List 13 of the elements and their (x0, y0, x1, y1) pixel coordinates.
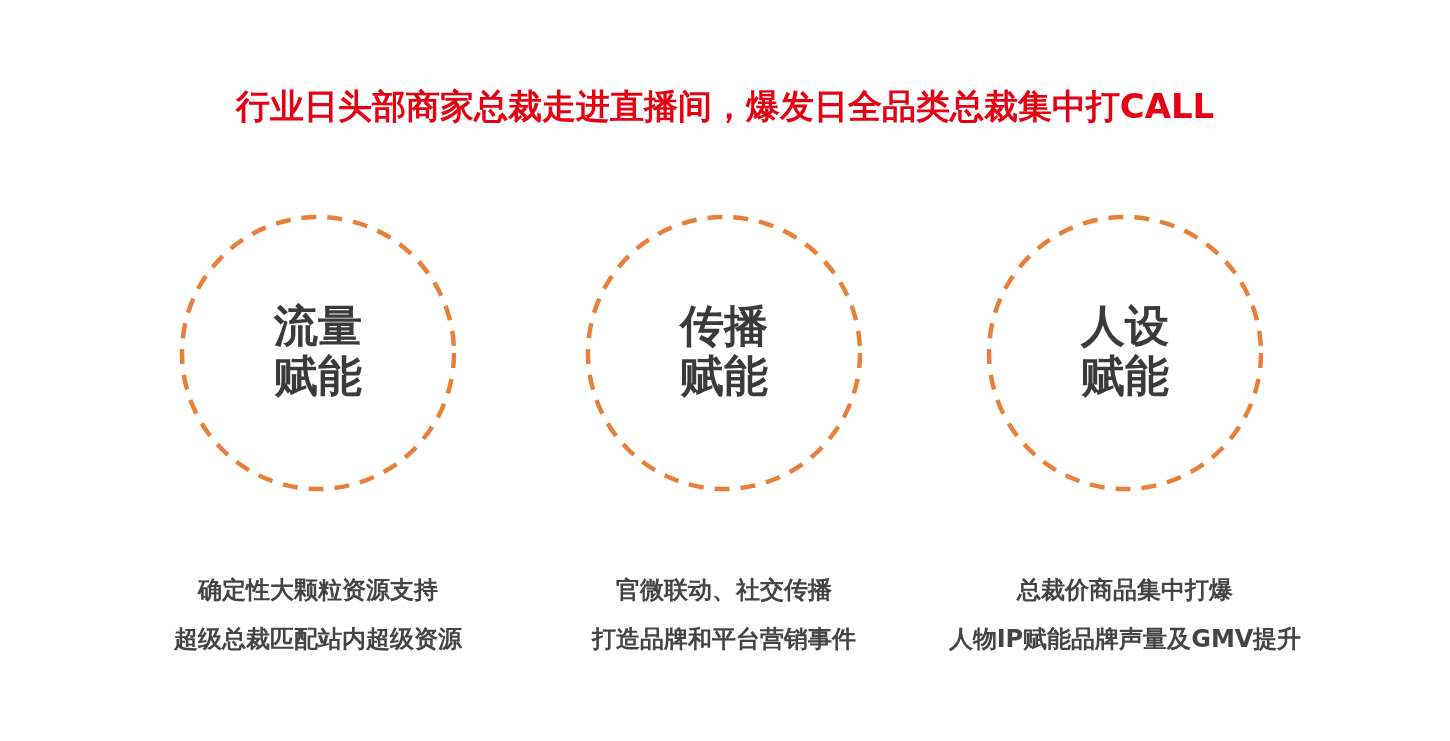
caption-text: 打造品牌和平台营销事件 (590, 624, 857, 655)
circle-label: 人设赋能 (1079, 301, 1170, 401)
circle-label: 流量赋能 (273, 301, 363, 401)
caption-text: 官微联动、社交传播 (615, 575, 833, 606)
dashed-circle (986, 214, 1264, 492)
title: 行业日头部商家总裁走进直播间，爆发日全品类总裁集中打CALL (234, 85, 1216, 128)
dashed-circle (585, 214, 863, 492)
caption-text: 确定性大颗粒资源支持 (196, 575, 439, 606)
dashed-circle (179, 214, 457, 492)
caption-text: 超级总裁匹配站内超级资源 (173, 624, 463, 655)
circle-label: 传播赋能 (678, 301, 769, 401)
caption-text: 总裁价商品集中打爆 (1015, 575, 1234, 606)
caption-text: 人物IP赋能品牌声量及GMV提升 (947, 624, 1303, 655)
